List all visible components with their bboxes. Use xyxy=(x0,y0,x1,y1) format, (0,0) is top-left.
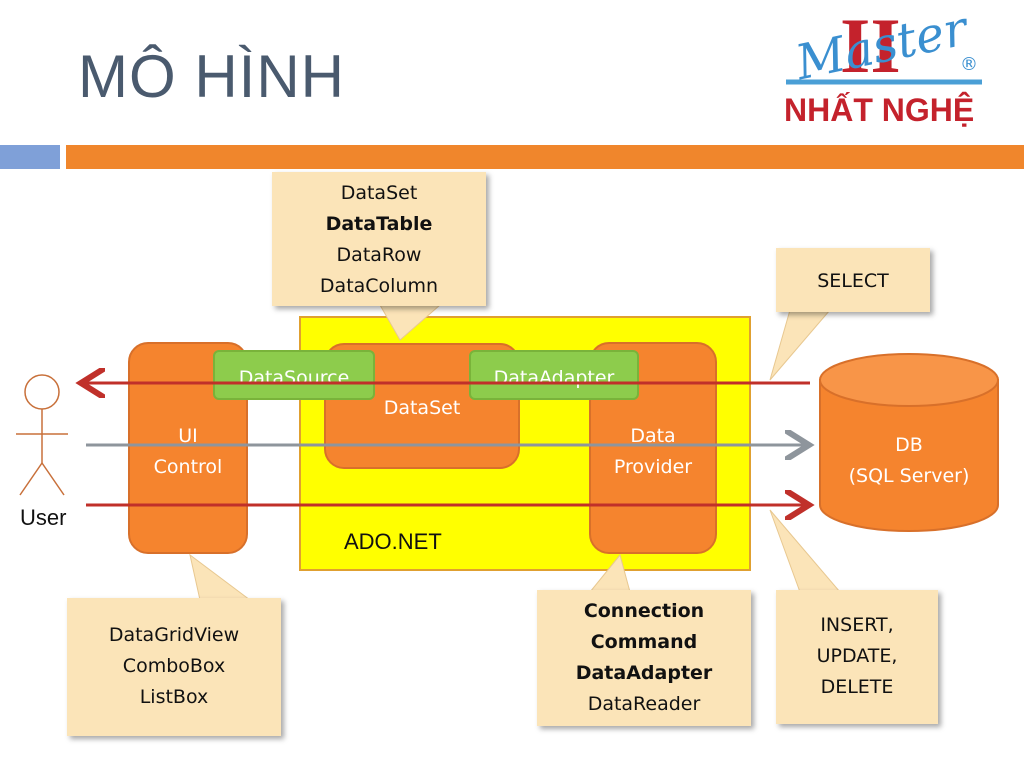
ui-control-line2: Control xyxy=(153,456,223,478)
controls-callout: DataGridView ComboBox ListBox xyxy=(67,598,281,736)
select-note-pointer xyxy=(769,309,832,381)
provider-callout-line4: DataReader xyxy=(587,693,701,715)
provider-callout-line2: Command xyxy=(590,631,698,653)
modify-callout-line3: DELETE xyxy=(820,676,894,698)
page-title: MÔ HÌNH xyxy=(78,43,345,110)
logo-ii-text: II xyxy=(840,2,901,89)
dataset-callout: DataSet DataTable DataRow DataColumn xyxy=(272,172,486,306)
user-label: User xyxy=(20,505,67,530)
modify-note-pointer xyxy=(769,509,842,593)
modify-callout: INSERT, UPDATE, DELETE xyxy=(776,590,938,724)
provider-callout-line1: Connection xyxy=(583,600,705,622)
header-divider-bar xyxy=(66,145,1024,169)
controls-callout-line3: ListBox xyxy=(139,686,209,708)
datasource-box: DataSource xyxy=(213,350,375,400)
controls-callout-line1: DataGridView xyxy=(108,624,240,646)
master-ii-logo: II Master ® xyxy=(786,2,982,91)
dataset-callout-line2: DataTable xyxy=(325,213,433,235)
modify-callout-line1: INSERT, xyxy=(820,614,894,636)
db-line2: (SQL Server) xyxy=(848,465,970,487)
dataset-callout-line3: DataRow xyxy=(336,244,422,266)
header-accent-bar xyxy=(0,145,60,169)
ado-net-label: ADO.NET xyxy=(344,529,442,554)
dataset-callout-line1: DataSet xyxy=(340,182,418,204)
dataset-note-pointer xyxy=(379,304,442,341)
data-provider-line1: Data xyxy=(630,425,676,447)
provider-note-pointer xyxy=(588,553,631,593)
controls-callout-line2: ComboBox xyxy=(122,655,226,677)
dataset-callout-line4: DataColumn xyxy=(319,275,439,297)
ui-control-line1: UI xyxy=(178,425,198,447)
db-line1: DB xyxy=(895,434,923,456)
controls-note-pointer xyxy=(189,553,252,601)
provider-callout: Connection Command DataAdapter DataReade… xyxy=(537,590,751,726)
modify-callout-line2: UPDATE, xyxy=(816,645,898,667)
data-provider-box: Data Provider xyxy=(589,342,717,554)
logo-registered-mark: ® xyxy=(960,54,978,75)
database-cylinder xyxy=(819,353,999,532)
db-label: DB (SQL Server) xyxy=(820,430,998,492)
select-callout: SELECT xyxy=(776,248,930,312)
provider-callout-line3: DataAdapter xyxy=(575,662,713,684)
dataset-box-label: DataSet xyxy=(383,397,461,419)
data-provider-line2: Provider xyxy=(613,456,693,478)
brand-name: NHẤT NGHỆ xyxy=(784,92,975,128)
select-callout-line1: SELECT xyxy=(817,270,889,292)
user-figure xyxy=(16,374,68,496)
